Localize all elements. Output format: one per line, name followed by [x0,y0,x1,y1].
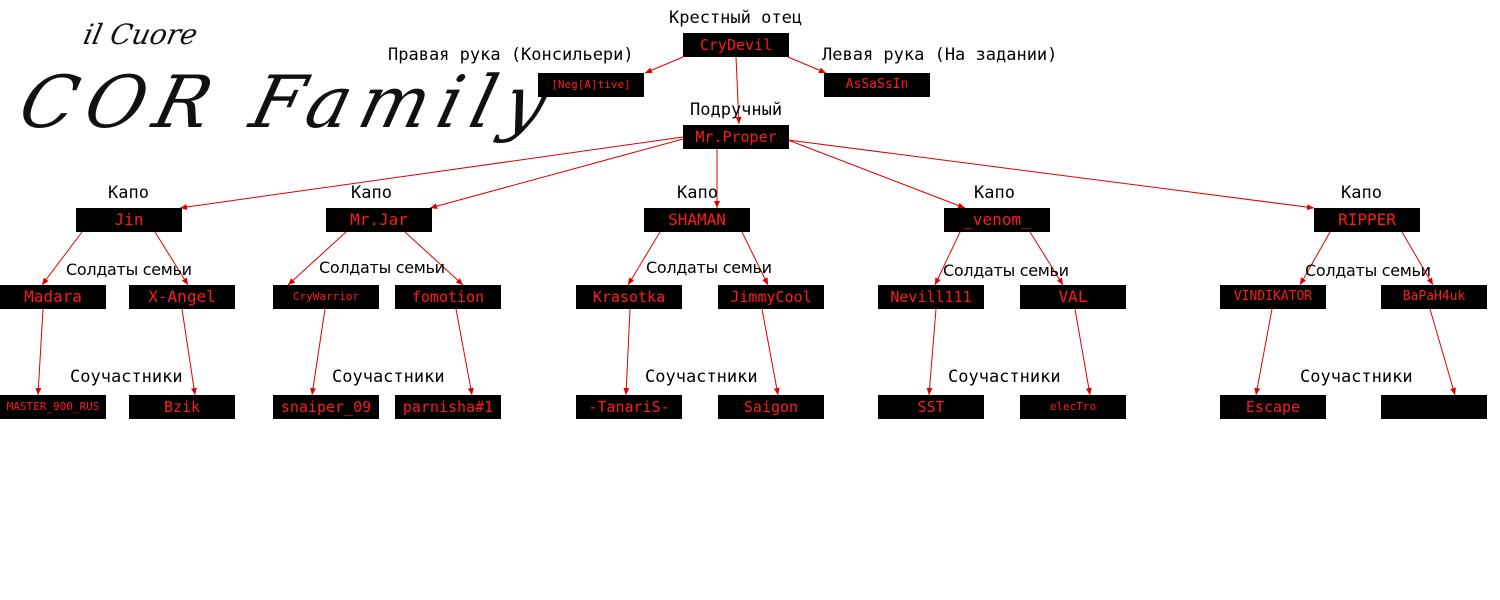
connector-arrow [644,56,684,74]
soldiers-label: Солдаты семьи [943,261,1069,280]
soldiers-label: Солдаты семьи [66,260,192,279]
capo-node-1: Jin [76,208,182,232]
connector-arrow [623,308,631,396]
connector-arrow [934,231,961,286]
underboss-node: Mr.Proper [683,125,789,149]
connector-arrow [429,138,684,210]
associate-node: Saigon [718,395,824,419]
soldier-node: VAL [1020,285,1126,309]
connector-arrow [1074,308,1092,396]
godfather-label: Крестный отец [669,8,803,28]
logo-subtitle: il Cuore [80,18,201,51]
connector-arrow [404,231,464,286]
connector-arrow [926,308,937,396]
soldier-node: VINDIKATOR [1220,285,1326,309]
connector-arrow [787,139,1315,211]
connector-arrow [1029,231,1064,286]
associate-node: Bzik [129,395,235,419]
associates-label: Соучастники [70,367,183,387]
connector-arrow [1299,231,1331,286]
associates-label: Соучастники [645,367,758,387]
soldier-node: JimmyCool [718,285,824,309]
soldier-node: fomotion [395,285,501,309]
connector-arrow [287,231,347,286]
connector-arrow [310,308,326,396]
connector-arrow [455,308,474,396]
associate-node: snaiper_09 [273,395,379,419]
connector-arrow [41,231,83,286]
soldiers-label: Солдаты семьи [1305,261,1431,280]
associates-label: Соучастники [1300,367,1413,387]
connector-arrow [787,56,827,74]
connector-arrow [181,308,197,396]
connector-arrow [741,231,769,286]
connector-arrow [761,308,780,396]
left-hand-label: Левая рука (На задании) [822,45,1058,65]
connector-arrow [627,231,661,286]
associate-node: SST [878,395,984,419]
associates-label: Соучастники [948,367,1061,387]
connector-arrow [1254,308,1273,396]
consigliere-label: Правая рука (Консильери) [388,45,634,65]
connector-arrow [787,139,966,209]
soldiers-label: Солдаты семьи [646,258,772,277]
connector-arrow [1401,231,1434,286]
capo-node-5: RIPPER [1314,208,1420,232]
capo-label: Капо [351,183,392,203]
capo-node-4: _venom_ [944,208,1050,232]
capo-label: Капо [677,183,718,203]
godfather-node: CryDevil [683,33,789,57]
soldier-node: Nevill111 [878,285,984,309]
soldiers-label: Солдаты семьи [319,258,445,277]
associates-label: Соучастники [332,367,445,387]
soldier-node: Krasotka [576,285,682,309]
associate-node: parnisha#1 [395,395,501,419]
associate-node: -TanariS- [576,395,682,419]
capo-node-3: SHAMAN [644,208,750,232]
capo-label: Капо [1341,183,1382,203]
associate-node-empty [1381,395,1487,419]
logo-title: COR Family [11,60,567,144]
connector-arrow [1429,308,1456,396]
soldier-node: Madara [0,285,106,309]
left-hand-node: AsSaSsIn [824,73,930,97]
connector-arrow [179,136,684,210]
capo-label: Капо [108,183,149,203]
soldier-node: X-Angel [129,285,235,309]
connector-arrow [735,56,742,125]
soldier-node: CryWarrior [273,285,379,309]
underboss-label: Подручный [690,100,783,120]
associate-node: elecTro [1020,395,1126,419]
associate-node: MASTER_900_RUS [0,395,106,419]
capo-label: Капо [974,183,1015,203]
capo-node-2: Mr.Jar [326,208,432,232]
consigliere-node: [Neg[A]tive] [538,73,644,97]
connector-arrow [35,308,44,396]
connector-arrow [154,231,189,286]
associate-node: Escape [1220,395,1326,419]
soldier-node: BaPaH4uk [1381,285,1487,309]
